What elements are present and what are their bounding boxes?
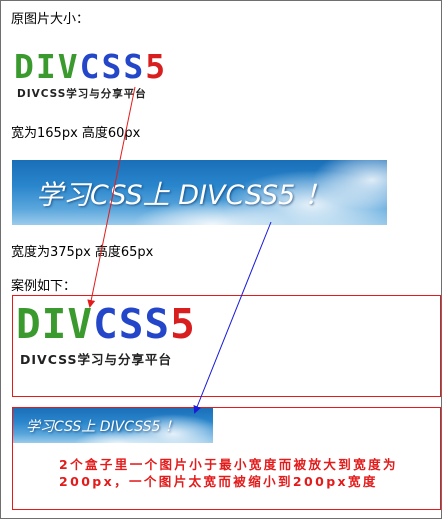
example-label: 案例如下： bbox=[11, 279, 77, 294]
explanation-note: 2个盒子里一个图片小于最小宽度而被放大到宽度为200px，一个图片太宽而被缩小到… bbox=[59, 457, 398, 489]
logo-css-text: CSS bbox=[93, 300, 171, 348]
size-label-banner: 宽度为375px 高度65px bbox=[11, 245, 154, 260]
logo-five-text: 5 bbox=[170, 300, 196, 348]
logo-tagline: DIVCSS学习与分享平台 bbox=[20, 352, 173, 367]
banner-scaled: 学习CSS上 DIVCSS5 ！ bbox=[13, 408, 213, 443]
logo-css-text: CSS bbox=[79, 47, 146, 86]
example-box-logo: DIVCSS5 DIVCSS学习与分享平台 bbox=[12, 295, 441, 397]
logo-div-text: DIV bbox=[14, 47, 80, 86]
logo-tagline: DIVCSS学习与分享平台 bbox=[17, 88, 147, 100]
logo-wordmark: DIVCSS5 bbox=[16, 304, 196, 345]
size-label-logo: 宽为165px 高度60px bbox=[11, 126, 141, 141]
cloud-decoration bbox=[73, 430, 163, 443]
logo-wordmark: DIVCSS5 bbox=[14, 50, 167, 83]
example-box-banner: 学习CSS上 DIVCSS5 ！ 2个盒子里一个图片小于最小宽度而被放大到宽度为… bbox=[12, 407, 441, 510]
logo-div-text: DIV bbox=[16, 300, 94, 348]
banner-text: 学习CSS上 DIVCSS5 ！ bbox=[36, 180, 331, 211]
logo-scaled: DIVCSS5 DIVCSS学习与分享平台 bbox=[16, 304, 196, 368]
banner-original: 学习CSS上 DIVCSS5 ！ bbox=[12, 160, 387, 225]
original-size-label: 原图片大小： bbox=[11, 12, 90, 27]
logo-original: DIVCSS5 DIVCSS学习与分享平台 bbox=[14, 50, 167, 101]
logo-five-text: 5 bbox=[145, 47, 168, 86]
banner-text: 学习CSS上 DIVCSS5 ！ bbox=[26, 419, 179, 435]
